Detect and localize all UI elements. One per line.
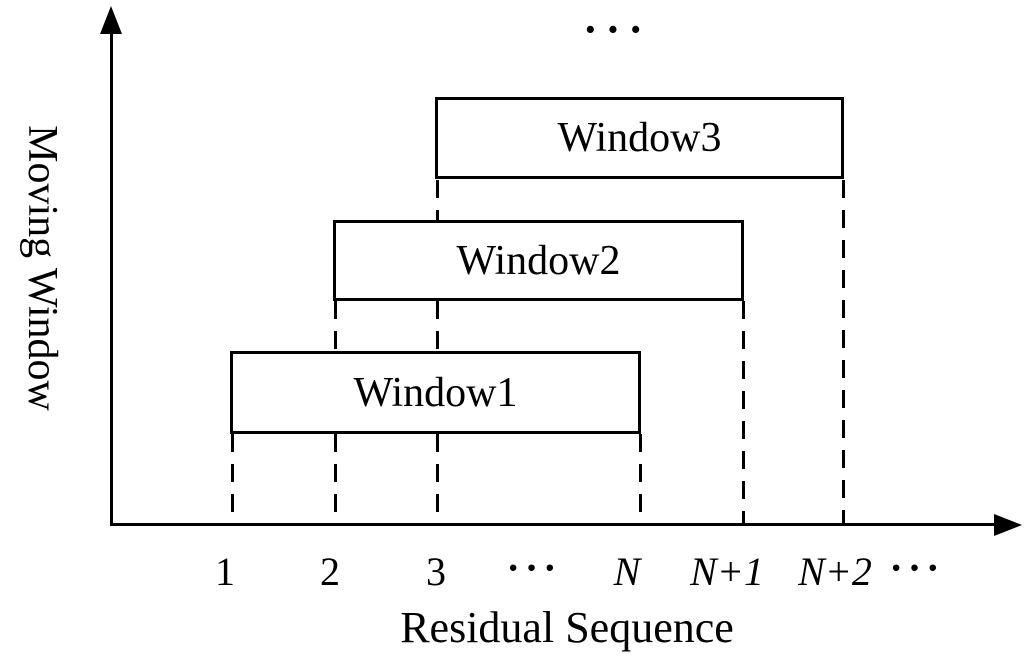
x-tick-1: 1 <box>215 549 235 594</box>
y-axis-title: Moving Window <box>19 125 65 411</box>
dashed-line-tick2-lower <box>333 434 337 524</box>
y-axis-line <box>110 28 113 526</box>
x-tick-ellipsis-right: ··· <box>889 545 945 590</box>
dashed-line-tick1-lower <box>230 434 234 524</box>
x-tick-n-plus-1: N+1 <box>690 549 764 594</box>
x-tick-n: N <box>613 549 641 594</box>
window-1-box: Window1 <box>230 351 641 434</box>
window-1-label: Window1 <box>353 369 518 416</box>
x-axis-arrowhead-icon <box>994 514 1022 536</box>
dashed-line-tick3-upper <box>435 180 439 220</box>
x-tick-2: 2 <box>320 549 340 594</box>
dashed-line-tickN1-lower <box>741 301 745 524</box>
dashed-line-tick3-mid <box>435 301 439 352</box>
x-axis-title: Residual Sequence <box>400 603 734 652</box>
x-tick-3: 3 <box>426 549 446 594</box>
y-axis-arrowhead-icon <box>100 6 122 34</box>
dashed-line-tick3-lower <box>435 434 439 524</box>
more-windows-ellipsis: ··· <box>582 5 652 54</box>
window-2-label: Window2 <box>456 237 621 284</box>
window-2-box: Window2 <box>333 220 744 301</box>
window-3-label: Window3 <box>557 115 722 161</box>
window-3-box: Window3 <box>435 97 844 179</box>
x-tick-n-plus-2: N+2 <box>798 549 872 594</box>
x-tick-ellipsis-left: ··· <box>506 545 562 590</box>
dashed-line-tick2-mid <box>333 301 337 352</box>
dashed-line-tickN-lower <box>638 434 642 524</box>
x-axis-line <box>110 523 1002 526</box>
dashed-line-tickN2-lower <box>841 180 845 524</box>
